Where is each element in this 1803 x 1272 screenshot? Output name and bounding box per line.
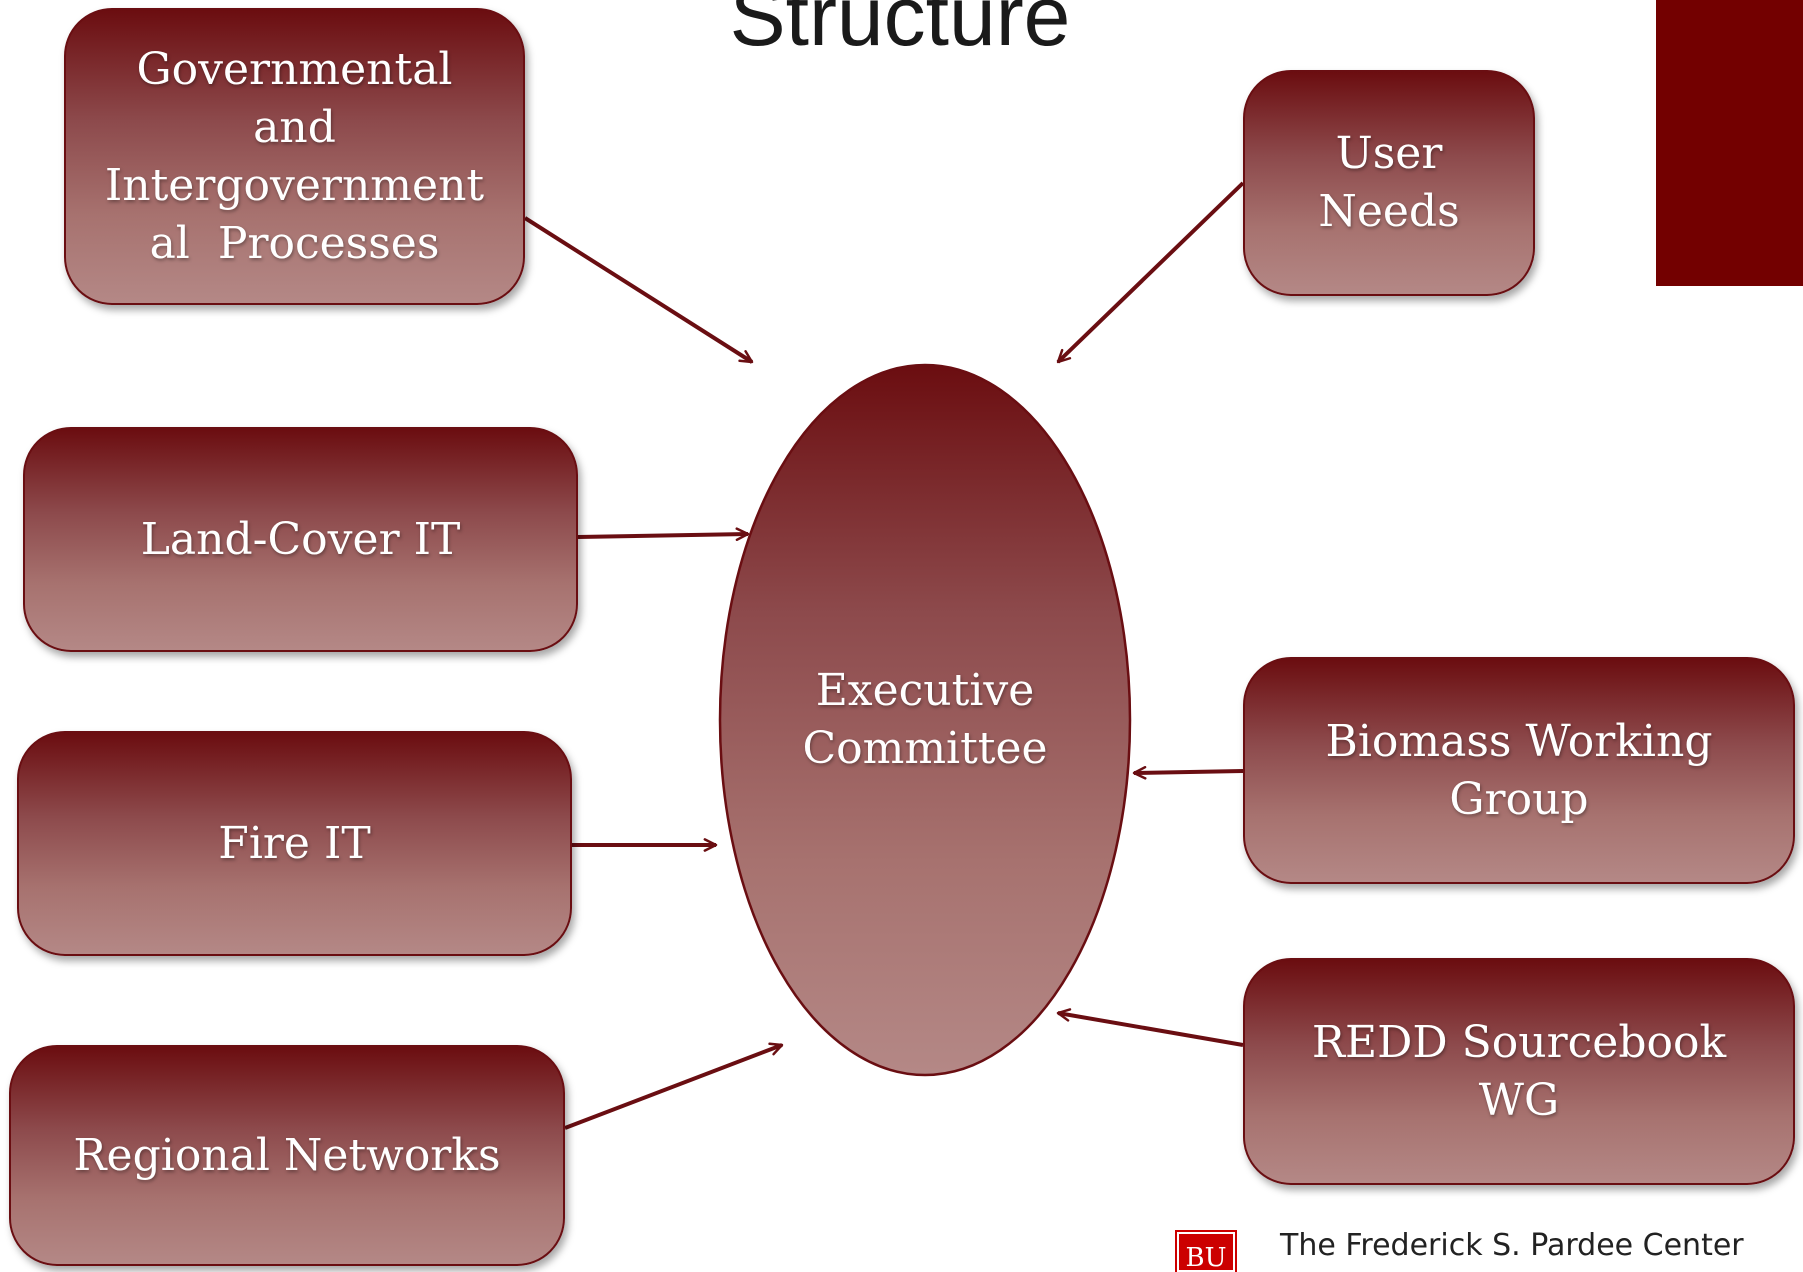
node-regional: Regional Networks: [9, 1045, 565, 1266]
executive-committee-line1: Executive: [815, 665, 1035, 716]
arrow-governmental-to-center: [523, 216, 754, 364]
arrow-land-cover-to-center: [577, 527, 750, 542]
node-governmental-line4: al Processes: [149, 217, 440, 269]
bu-logo: BU: [1175, 1230, 1237, 1272]
node-redd-line2: WG: [1478, 1074, 1560, 1126]
node-biomass-line2: Group: [1449, 773, 1589, 825]
executive-committee-label: Executive Committee: [760, 662, 1090, 778]
node-user-needs-line2: Needs: [1318, 186, 1460, 237]
arrow-user-needs-to-center: [1056, 181, 1245, 364]
footer-text: The Frederick S. Pardee Center: [1280, 1228, 1744, 1263]
accent-tab: [1656, 0, 1803, 286]
node-user-needs: User Needs: [1243, 70, 1535, 296]
node-governmental-line2: and: [253, 101, 336, 153]
node-biomass: Biomass Working Group: [1243, 657, 1795, 884]
arrow-regional-to-center: [564, 1042, 784, 1130]
node-fire: Fire IT: [17, 731, 572, 956]
executive-committee-ellipse: [718, 363, 1132, 1077]
node-biomass-line1: Biomass Working: [1325, 715, 1713, 767]
node-regional-label: Regional Networks: [73, 1129, 501, 1181]
node-governmental-line1: Governmental: [136, 43, 453, 95]
node-governmental: Governmental and Intergovernment al Proc…: [64, 8, 525, 305]
node-land-cover-label: Land-Cover IT: [140, 513, 461, 565]
node-governmental-line3: Intergovernment: [104, 159, 485, 211]
executive-committee-line2: Committee: [802, 723, 1048, 774]
node-redd: REDD Sourcebook WG: [1243, 958, 1795, 1185]
slide-title: Structure: [729, 0, 1071, 63]
node-user-needs-line1: User: [1335, 128, 1443, 179]
node-fire-label: Fire IT: [218, 817, 371, 869]
node-land-cover: Land-Cover IT: [23, 427, 578, 652]
arrow-redd-to-center: [1056, 1008, 1244, 1047]
node-redd-line1: REDD Sourcebook: [1311, 1016, 1727, 1068]
arrow-biomass-to-center: [1132, 765, 1244, 780]
